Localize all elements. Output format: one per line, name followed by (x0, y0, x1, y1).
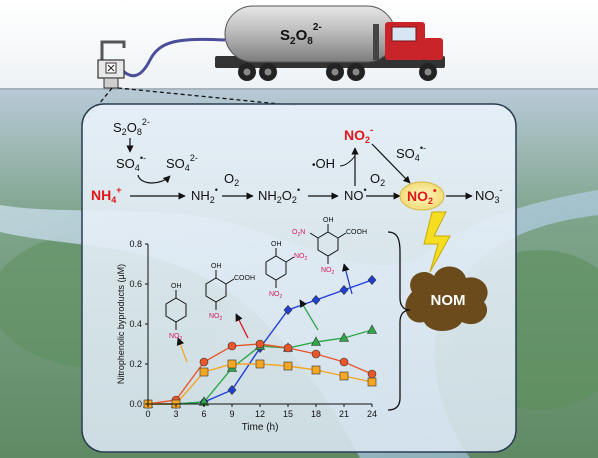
data-point-square (255, 359, 265, 369)
tank-label: S2O82- (280, 22, 322, 47)
data-point-diamond (227, 385, 237, 395)
sulfate-radical-label-2: SO4•- (396, 143, 426, 163)
nom-label: NOM (431, 292, 466, 309)
data-point-circle (311, 349, 321, 359)
data-point-circle (367, 369, 377, 379)
y-tick-label: 0.4 (129, 319, 142, 329)
x-tick-label: 18 (311, 409, 321, 419)
hose (120, 37, 226, 78)
svg-text:COOH: COOH (346, 229, 367, 236)
pointer-blue (342, 263, 353, 295)
svg-text:NO2: NO2 (209, 313, 223, 322)
molecule-4-nitrophenol: OH NO2 (165, 283, 187, 342)
data-point-circle (199, 357, 209, 367)
amidogen-label: NH2• (191, 185, 218, 205)
y-tick-label: 0.8 (129, 239, 142, 249)
svg-text:NO2: NO2 (169, 333, 183, 342)
nitrogen-dioxide-label: NO2• (407, 186, 437, 206)
x-tick-label: 0 (145, 409, 150, 419)
y-tick-label: 0.6 (129, 279, 142, 289)
data-point-diamond (339, 285, 349, 295)
curly-brace (387, 231, 411, 411)
x-axis-label: Time (h) (242, 422, 279, 433)
data-point-circle (283, 343, 293, 353)
svg-text:NO2: NO2 (269, 291, 283, 300)
lightning-bolt-icon (423, 211, 451, 273)
nitrite-label: NO2- (344, 125, 373, 145)
data-point-diamond (367, 275, 377, 285)
oxygen-label-2: O2 (370, 171, 385, 188)
data-point-square (199, 367, 209, 377)
data-point-square (311, 365, 321, 375)
molecule-pointer-arrows (176, 263, 353, 363)
zoom-line-right (117, 87, 301, 107)
horizon-line (0, 88, 598, 90)
reaction-scheme: S2O82- SO4•- SO42- NH4+ NH2• O2 NH2O2• •… (91, 117, 503, 411)
ammonium-label: NH4+ (91, 185, 122, 205)
peroxy-radical-label: NH2O2• (258, 185, 300, 205)
x-tick-label: 15 (283, 409, 293, 419)
oxygen-label-1: O2 (224, 171, 239, 188)
data-point-square (339, 371, 349, 381)
arrow-nitrite-oxidation (371, 143, 411, 184)
data-point-triangle (311, 336, 321, 346)
hydroxyl-radical-label: •OH (312, 156, 335, 171)
cab-window (391, 26, 417, 42)
nitrogen-dioxide-halo (399, 181, 445, 211)
exhaust (373, 24, 379, 60)
data-point-square (227, 359, 237, 369)
svg-text:OH: OH (211, 263, 222, 270)
data-point-square (367, 377, 377, 387)
data-point-circle (339, 357, 349, 367)
molecule-nitro-hydroxybenzoic-acid: OH COOH NO2 (205, 263, 255, 322)
data-point-diamond (311, 295, 321, 305)
pointer-red (235, 313, 249, 339)
x-tick-label: 24 (367, 409, 377, 419)
pointer-orange (176, 337, 188, 363)
data-point-triangle (339, 332, 349, 342)
molecule-dinitro-hydroxybenzoic-acid: OH COOH O2N NO2 (292, 217, 367, 276)
tanker-truck: S2O82- (215, 5, 445, 81)
molecule-dinitrophenol: OH NO2 NO2 (265, 241, 308, 300)
svg-text:O2N: O2N (292, 229, 305, 238)
x-tick-label: 21 (339, 409, 349, 419)
pointer-green (299, 299, 319, 331)
x-tick-label: 12 (255, 409, 265, 419)
x-tick-label: 9 (229, 409, 234, 419)
data-point-square (283, 361, 293, 371)
persulfate-label: S2O82- (113, 117, 150, 137)
svg-text:NO2: NO2 (321, 267, 335, 276)
svg-text:OH: OH (171, 283, 182, 290)
arrow-hydroxyl-join (339, 155, 356, 167)
data-point-diamond (283, 305, 293, 315)
data-point-circle (227, 341, 237, 351)
sulfate-radical-label: SO4•- (116, 153, 146, 173)
data-point-circle (255, 339, 265, 349)
nitrate-label: NO3- (475, 185, 503, 205)
svg-text:NO2: NO2 (294, 253, 308, 262)
y-tick-label: 0.0 (129, 399, 142, 409)
svg-text:OH: OH (271, 241, 282, 248)
data-point-triangle (367, 324, 377, 334)
nom-cloud (405, 266, 488, 331)
nitric-oxide-label: NO• (344, 185, 367, 203)
y-axis-label: Nitrophenolic byproducts (μM) (116, 264, 126, 384)
y-tick-label: 0.2 (129, 359, 142, 369)
injection-valve (97, 40, 126, 89)
sulfate-ion-label: SO42- (166, 153, 198, 173)
tank (224, 5, 396, 63)
svg-text:COOH: COOH (234, 275, 255, 282)
truck-hood (423, 38, 443, 60)
x-tick-label: 6 (201, 409, 206, 419)
svg-text:OH: OH (323, 217, 334, 224)
arrow-sulfate-release (137, 174, 171, 184)
x-tick-label: 3 (173, 409, 178, 419)
